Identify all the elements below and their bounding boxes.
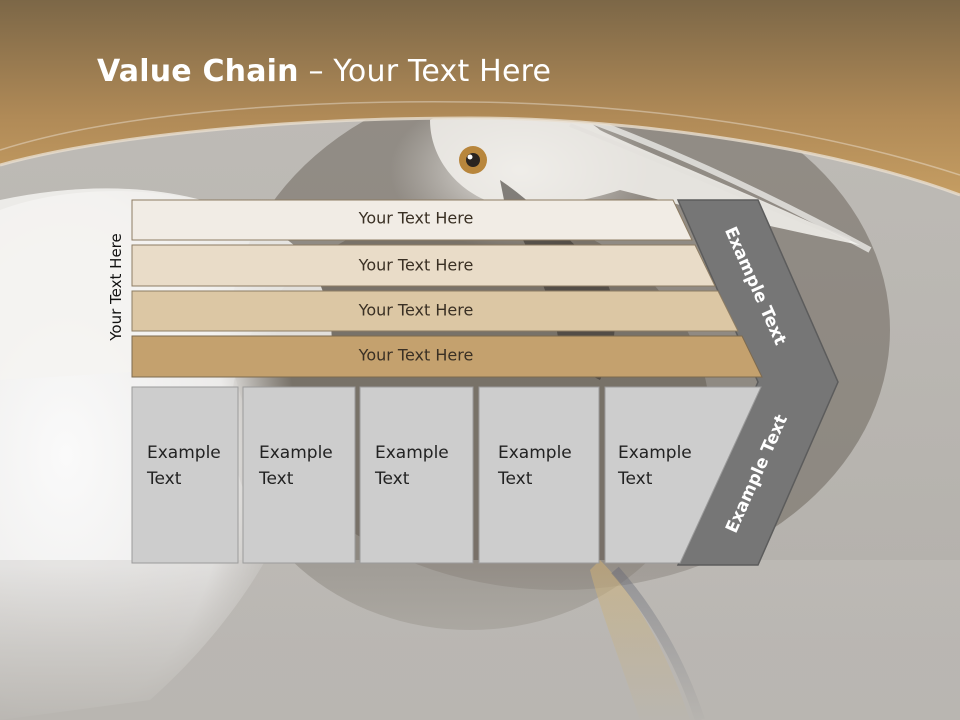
column-5-line-1: Example [618, 443, 692, 463]
column-3-box [359, 386, 474, 564]
title-rest: – Your Text Here [298, 54, 552, 89]
column-2-text: Example Text [259, 440, 333, 492]
column-5-box [604, 386, 762, 564]
title-bold: Value Chain [97, 54, 299, 89]
reflection-fade [0, 566, 960, 720]
column-2-box [242, 386, 356, 564]
bar-1-label: Your Text Here [358, 209, 474, 228]
column-1-text: Example Text [147, 440, 221, 492]
bar-1: Your Text Here [131, 199, 693, 241]
column-4-box [478, 386, 600, 564]
bar-2: Your Text Here [131, 244, 716, 287]
column-1-box [131, 386, 239, 564]
column-5-text: Example Text [618, 440, 692, 492]
column-1-line-2: Text [147, 469, 182, 489]
column-3-text: Example Text [375, 440, 449, 492]
column-4-text: Example Text [498, 440, 572, 492]
bar-4-label: Your Text Here [358, 346, 474, 365]
column-3-line-2: Text [375, 469, 410, 489]
column-1-line-1: Example [147, 443, 221, 463]
column-4-line-2: Text [498, 469, 533, 489]
column-3-line-1: Example [375, 443, 449, 463]
bar-4: Your Text Here [131, 335, 763, 378]
column-2-line-1: Example [259, 443, 333, 463]
slide-title: Value Chain – Your Text Here [97, 54, 551, 89]
column-4-line-1: Example [498, 443, 572, 463]
bar-3: Your Text Here [131, 290, 739, 332]
bar-3-label: Your Text Here [358, 301, 474, 320]
column-5-line-2: Text [618, 469, 653, 489]
bar-2-label: Your Text Here [358, 256, 474, 275]
column-2-line-2: Text [259, 469, 294, 489]
